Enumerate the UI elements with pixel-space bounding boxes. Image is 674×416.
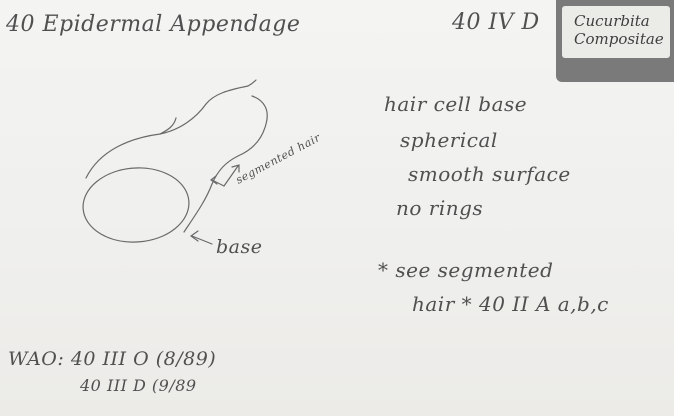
base-label: base <box>216 236 263 258</box>
note-line-2: spherical <box>400 128 498 152</box>
hair-outline-top <box>85 103 207 179</box>
card-title: 40 Epidermal Appendage <box>6 12 301 37</box>
hair-top-cap <box>159 117 177 135</box>
hair-segment-left <box>205 85 249 105</box>
arrow-segment-left <box>211 179 225 187</box>
note-line-6: hair * 40 II A a,b,c <box>412 292 609 316</box>
hair-outline-bottom <box>183 155 239 233</box>
hair-segment-upper <box>237 95 268 157</box>
specimen-code: 40 IV D <box>452 10 540 35</box>
base-ellipse <box>82 167 190 243</box>
hair-tip <box>247 79 257 87</box>
family-tag: Cucurbita Compositae <box>556 0 674 82</box>
tag-line-1: Cucurbita <box>574 12 650 30</box>
arrow-base <box>191 235 213 245</box>
note-line-5: * see segmented <box>378 258 554 282</box>
arrow-base-head <box>189 230 199 242</box>
footer-line-2: 40 III D (9/89 <box>80 376 197 395</box>
arrow-segment-left-head <box>209 175 218 185</box>
tag-line-2: Compositae <box>574 30 664 48</box>
footer-line-1: WAO: 40 III O (8/89) <box>8 348 217 370</box>
arrow-segment-up-head <box>231 164 240 173</box>
family-tag-label: Cucurbita Compositae <box>562 6 670 58</box>
note-line-1: hair cell base <box>384 92 528 116</box>
arrow-segment-up <box>223 165 239 187</box>
note-line-4: no rings <box>396 196 484 220</box>
note-line-3: smooth surface <box>408 162 571 186</box>
